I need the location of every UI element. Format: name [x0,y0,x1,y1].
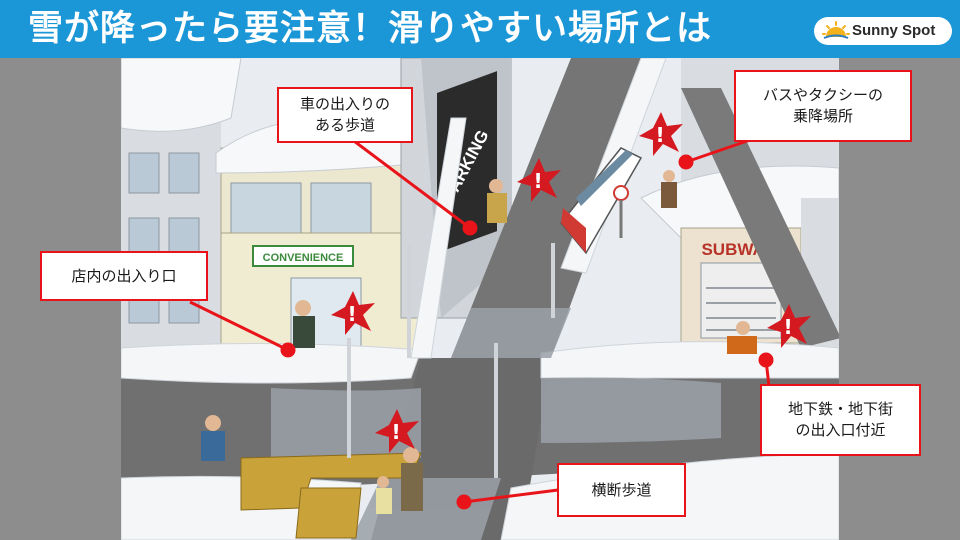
warning-icon: ! [331,291,375,335]
brand-logo: Sunny Spot [814,17,952,45]
callout-store-entrance: 店内の出入り口 [40,251,208,301]
header-bar: 雪が降ったら要注意！滑りやすい場所とは Sunny Spot [0,0,960,58]
convenience-sign-text: CONVENIENCE [263,252,344,264]
bus [560,147,643,255]
warning-marks: ! ! ! ! ! [331,112,811,453]
tactile-paving [240,452,422,539]
page-title: 雪が降ったら要注意！滑りやすい場所とは [28,9,713,49]
svg-text:!: ! [347,302,356,326]
warning-icon: ! [639,112,683,156]
pedestrian-crosswalk [376,447,423,514]
pedestrian-slipping [201,415,225,461]
pedestrians [201,170,757,514]
svg-text:!: ! [783,315,792,339]
bus-stop-sign [613,185,629,201]
logo-text: Sunny Spot [852,22,936,39]
convenience-sign [252,245,354,267]
warning-icon: ! [767,304,811,348]
slush-crossings [271,308,721,540]
warning-icon: ! [375,409,419,453]
pedestrian-subway [727,321,757,354]
svg-text:!: ! [655,123,664,147]
traffic-poles [347,243,555,478]
sun-logo-icon [822,21,850,39]
callout-driveway: 車の出入りの ある歩道 [277,87,413,143]
svg-text:!: ! [391,420,400,444]
warning-icon: ! [517,158,561,202]
callout-crosswalk: 横断歩道 [557,463,686,517]
callout-subway-entrance: 地下鉄・地下街 の出入口付近 [760,384,921,456]
street-illustration: CONVENIENCE PARKING SUBWAY [121,58,839,540]
pedestrian-store [293,300,315,348]
pedestrian-driveway [487,179,507,223]
pedestrian-bus [661,170,677,208]
svg-text:!: ! [533,169,542,193]
callout-bus-taxi: バスやタクシーの 乗降場所 [734,70,912,142]
